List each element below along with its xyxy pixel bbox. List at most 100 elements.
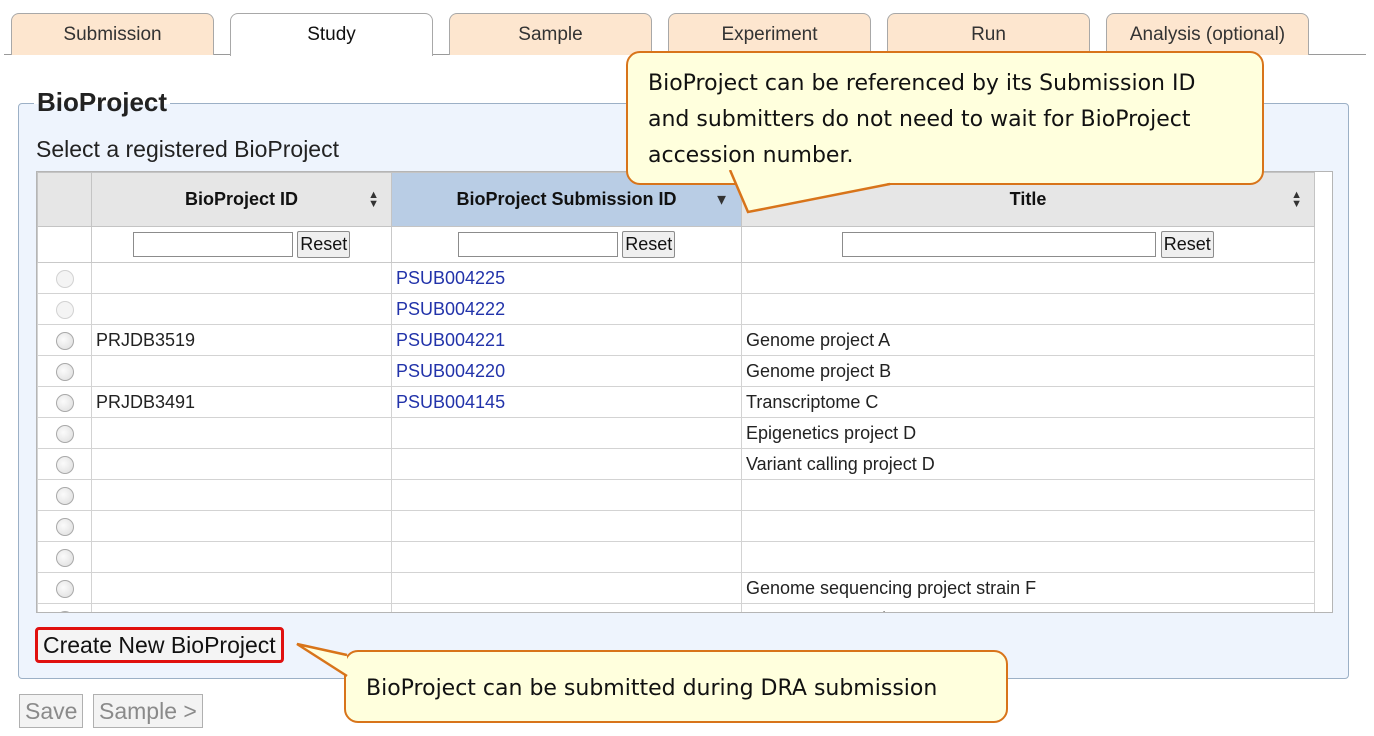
row-select-cell <box>37 448 92 480</box>
tab-run[interactable]: Run <box>887 13 1090 55</box>
panel-subtitle: Select a registered BioProject <box>36 136 339 162</box>
tab-submission[interactable]: Submission <box>11 13 214 55</box>
submission-id-link <box>391 572 742 604</box>
submission-id-link[interactable]: PSUB004222 <box>391 293 742 325</box>
submission-id-link <box>391 417 742 449</box>
submission-id-reset-button[interactable]: Reset <box>622 231 676 258</box>
table-row[interactable]: Epigenetics project D <box>37 417 1315 449</box>
save-button[interactable]: Save <box>19 694 84 728</box>
sort-both-icon[interactable]: ▲▼ <box>368 188 379 210</box>
title-cell <box>741 293 1315 325</box>
row-select-cell <box>37 324 92 356</box>
tab-sample[interactable]: Sample <box>449 13 652 55</box>
row-radio-button[interactable] <box>55 517 74 536</box>
bioproject-id-reset-button[interactable]: Reset <box>297 231 351 258</box>
bioproject-id-cell <box>91 479 392 511</box>
create-new-bioproject-button[interactable]: Create New BioProject <box>35 627 284 663</box>
bioproject-id-cell <box>91 510 392 542</box>
submission-id-link <box>391 448 742 480</box>
row-select-cell <box>37 572 92 604</box>
header-select <box>37 172 92 227</box>
bioproject-id-cell <box>91 541 392 573</box>
callout-submission-id: BioProject can be referenced by its Subm… <box>626 51 1264 185</box>
row-select-cell <box>37 386 92 418</box>
table-row[interactable]: PSUB004222 <box>37 293 1315 325</box>
submission-id-filter-input[interactable] <box>457 232 618 257</box>
bioproject-id-cell <box>91 603 392 612</box>
bioproject-id-cell: PRJDB3519 <box>91 324 392 356</box>
tab-analysis[interactable]: Analysis (optional) <box>1106 13 1309 55</box>
header-label: Title <box>1009 189 1047 209</box>
filter-row: Reset Reset Reset <box>37 226 1315 263</box>
bioproject-id-filter-input[interactable] <box>132 232 293 257</box>
header-label: BioProject Submission ID <box>456 189 677 209</box>
callout-create-bioproject: BioProject can be submitted during DRA s… <box>344 650 1008 723</box>
row-select-cell <box>37 355 92 387</box>
table-row[interactable]: PSUB004225 <box>37 262 1315 294</box>
bioproject-id-cell: PRJDB3491 <box>91 386 392 418</box>
row-radio-button[interactable] <box>55 579 74 598</box>
panel-title: BioProject <box>34 87 171 118</box>
bioproject-id-cell <box>91 355 392 387</box>
bioproject-id-cell <box>91 448 392 480</box>
table-row[interactable]: Genome sequencing project strain F <box>37 572 1315 604</box>
row-select-cell <box>37 603 92 612</box>
title-cell: Metagenome project <box>741 603 1315 612</box>
filter-cell-title: Reset <box>741 226 1315 263</box>
submission-id-link[interactable]: PSUB004225 <box>391 262 742 294</box>
header-bioproject-id[interactable]: BioProject ID ▲▼ <box>91 172 392 227</box>
row-radio-button[interactable] <box>55 269 74 288</box>
table-row[interactable] <box>37 510 1315 542</box>
bioproject-id-cell <box>91 262 392 294</box>
table-row[interactable] <box>37 479 1315 511</box>
title-filter-input[interactable] <box>842 232 1157 257</box>
row-select-cell <box>37 510 92 542</box>
row-radio-button[interactable] <box>55 424 74 443</box>
row-radio-button[interactable] <box>55 331 74 350</box>
bioproject-table: BioProject ID ▲▼ BioProject Submission I… <box>37 172 1315 612</box>
callout-top-pointer <box>728 170 891 214</box>
row-radio-button[interactable] <box>55 548 74 567</box>
filter-cell-bioproject-id: Reset <box>91 226 392 263</box>
submission-id-link[interactable]: PSUB004221 <box>391 324 742 356</box>
tab-bar: Submission Study Sample Experiment Run A… <box>0 0 1374 56</box>
row-select-cell <box>37 262 92 294</box>
callout-line: BioProject can be referenced by its Subm… <box>648 71 1196 96</box>
row-select-cell <box>37 293 92 325</box>
title-cell: Genome sequencing project strain F <box>741 572 1315 604</box>
title-cell: Transcriptome C <box>741 386 1315 418</box>
row-radio-button[interactable] <box>55 300 74 319</box>
title-cell: Variant calling project D <box>741 448 1315 480</box>
title-cell <box>741 510 1315 542</box>
sort-both-icon[interactable]: ▲▼ <box>1291 188 1302 210</box>
sort-desc-icon[interactable]: ▼ <box>714 191 729 208</box>
row-radio-button[interactable] <box>55 455 74 474</box>
submission-id-link[interactable]: PSUB004220 <box>391 355 742 387</box>
tab-study[interactable]: Study <box>230 13 433 56</box>
header-label: BioProject ID <box>184 189 299 209</box>
filter-cell-submission-id: Reset <box>391 226 742 263</box>
callout-line: accession number. <box>648 143 854 168</box>
row-radio-button[interactable] <box>55 362 74 381</box>
bioproject-id-cell <box>91 417 392 449</box>
header-submission-id[interactable]: BioProject Submission ID ▼ <box>391 172 742 227</box>
bioproject-id-cell <box>91 293 392 325</box>
row-radio-button[interactable] <box>55 486 74 505</box>
row-radio-button[interactable] <box>55 393 74 412</box>
submission-id-link[interactable]: PSUB004145 <box>391 386 742 418</box>
table-row[interactable]: Metagenome project <box>37 603 1315 612</box>
table-row[interactable]: Variant calling project D <box>37 448 1315 480</box>
title-cell: Genome project B <box>741 355 1315 387</box>
title-reset-button[interactable]: Reset <box>1160 231 1214 258</box>
row-radio-button[interactable] <box>55 610 74 612</box>
callout-line: and submitters do not need to wait for B… <box>648 107 1191 132</box>
title-cell <box>741 479 1315 511</box>
tab-experiment[interactable]: Experiment <box>668 13 871 55</box>
title-cell: Epigenetics project D <box>741 417 1315 449</box>
submission-id-link <box>391 541 742 573</box>
table-row[interactable] <box>37 541 1315 573</box>
next-sample-button[interactable]: Sample > <box>93 694 203 728</box>
